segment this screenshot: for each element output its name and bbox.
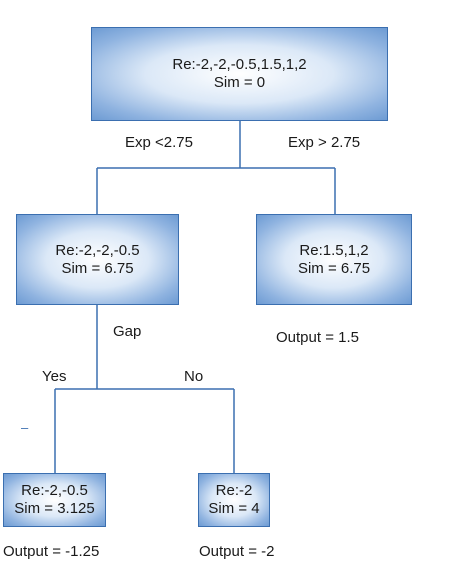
split-yes-label: Yes	[42, 368, 67, 385]
gap-split-label: Gap	[113, 323, 142, 340]
split-no-label: No	[184, 368, 204, 385]
right-node-output: Output = 1.5	[276, 329, 359, 346]
left-node: Re:-2,-2,-0.5 Sim = 6.75	[16, 214, 179, 305]
right-node: Re:1.5,1,2 Sim = 6.75	[256, 214, 412, 305]
split-left-label: Exp <2.75	[125, 134, 193, 151]
leaf-no-node: Re:-2 Sim = 4	[198, 473, 270, 527]
right-node-sim: Sim = 6.75	[297, 259, 371, 277]
root-node-re: Re:-2,-2,-0.5,1.5,1,2	[172, 56, 307, 73]
root-node-sim: Sim = 0	[213, 74, 266, 91]
leaf-no-re: Re:-2	[215, 482, 253, 499]
right-node-re: Re:1.5,1,2	[299, 241, 369, 259]
leaf-yes-output: Output = -1.25	[3, 543, 100, 560]
split-right-label: Exp > 2.75	[288, 134, 361, 151]
dash-mark: –	[21, 420, 29, 435]
leaf-yes-sim: Sim = 3.125	[14, 500, 95, 517]
left-node-sim: Sim = 6.75	[61, 259, 134, 277]
leaf-no-sim: Sim = 4	[208, 500, 260, 517]
root-node: Re:-2,-2,-0.5,1.5,1,2 Sim = 0	[91, 27, 388, 121]
leaf-no-output: Output = -2	[199, 543, 275, 560]
leaf-yes-node: Re:-2,-0.5 Sim = 3.125	[3, 473, 106, 527]
leaf-yes-re: Re:-2,-0.5	[21, 482, 88, 499]
left-node-re: Re:-2,-2,-0.5	[55, 241, 140, 259]
